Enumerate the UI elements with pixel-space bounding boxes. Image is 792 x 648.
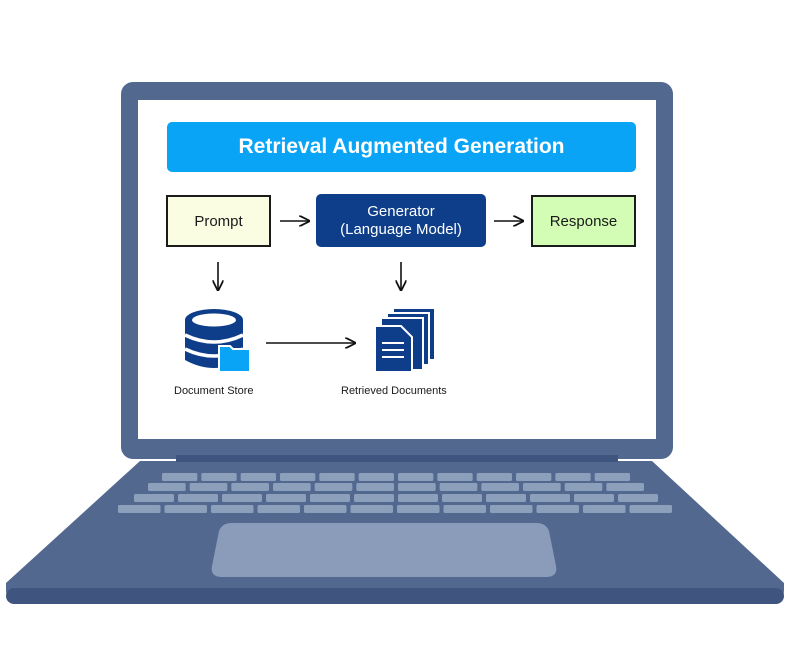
retrieved-documents-label: Retrieved Documents (341, 385, 447, 397)
keyboard-key (486, 494, 526, 502)
keyboard-key (280, 473, 316, 481)
keyboard-key (314, 483, 353, 491)
keyboard-key (358, 473, 394, 481)
keyboard (118, 473, 672, 513)
keyboard-key (240, 473, 276, 481)
prompt-label: Prompt (194, 212, 243, 230)
keyboard-key (178, 494, 218, 502)
keyboard-key (490, 505, 533, 513)
keyboard-key (201, 473, 237, 481)
laptop-hinge (176, 455, 618, 462)
keyboard-key (439, 483, 478, 491)
response-label: Response (549, 212, 618, 230)
documents-stack-icon (374, 307, 436, 373)
keyboard-key (134, 494, 174, 502)
keyboard-key (594, 473, 630, 481)
keyboard-key (211, 505, 254, 513)
keyboard-key (536, 505, 579, 513)
generator-label-line2: (Language Model) (340, 220, 462, 238)
keyboard-key (398, 483, 436, 491)
keyboard-key (162, 473, 198, 481)
keyboard-key (222, 494, 262, 502)
keyboard-key (516, 473, 552, 481)
keyboard-key (443, 505, 486, 513)
generator-label-line1: Generator (367, 202, 435, 220)
document-store-label: Document Store (174, 385, 254, 397)
keyboard-key (189, 483, 228, 491)
keyboard-key (629, 505, 672, 513)
generator-node: Generator (Language Model) (316, 194, 486, 247)
keyboard-key (398, 473, 434, 481)
keyboard-key (618, 494, 658, 502)
keyboard-key (397, 505, 440, 513)
keyboard-key (231, 483, 269, 491)
response-node: Response (531, 195, 636, 247)
keyboard-key (356, 483, 394, 491)
keyboard-key (555, 473, 591, 481)
keyboard-key (164, 505, 207, 513)
keyboard-key (354, 494, 394, 502)
keyboard-key (273, 483, 311, 491)
keyboard-key (530, 494, 570, 502)
trackpad (211, 523, 557, 577)
keyboard-key (304, 505, 347, 513)
keyboard-key (583, 505, 626, 513)
keyboard-key (574, 494, 614, 502)
keyboard-key (606, 483, 644, 491)
keyboard-key (442, 494, 482, 502)
keyboard-key (310, 494, 350, 502)
keyboard-key (266, 494, 306, 502)
keyboard-key (398, 494, 438, 502)
diagram-title: Retrieval Augmented Generation (167, 122, 636, 172)
database-folder-icon (184, 309, 251, 373)
keyboard-key (350, 505, 393, 513)
keyboard-key (481, 483, 519, 491)
keyboard-key (319, 473, 355, 481)
keyboard-key (523, 483, 561, 491)
keyboard-key (476, 473, 512, 481)
keyboard-key (118, 505, 161, 513)
prompt-node: Prompt (166, 195, 271, 247)
keyboard-key (437, 473, 473, 481)
laptop-base-edge (6, 588, 784, 604)
keyboard-key (564, 483, 603, 491)
keyboard-key (257, 505, 300, 513)
keyboard-key (148, 483, 186, 491)
